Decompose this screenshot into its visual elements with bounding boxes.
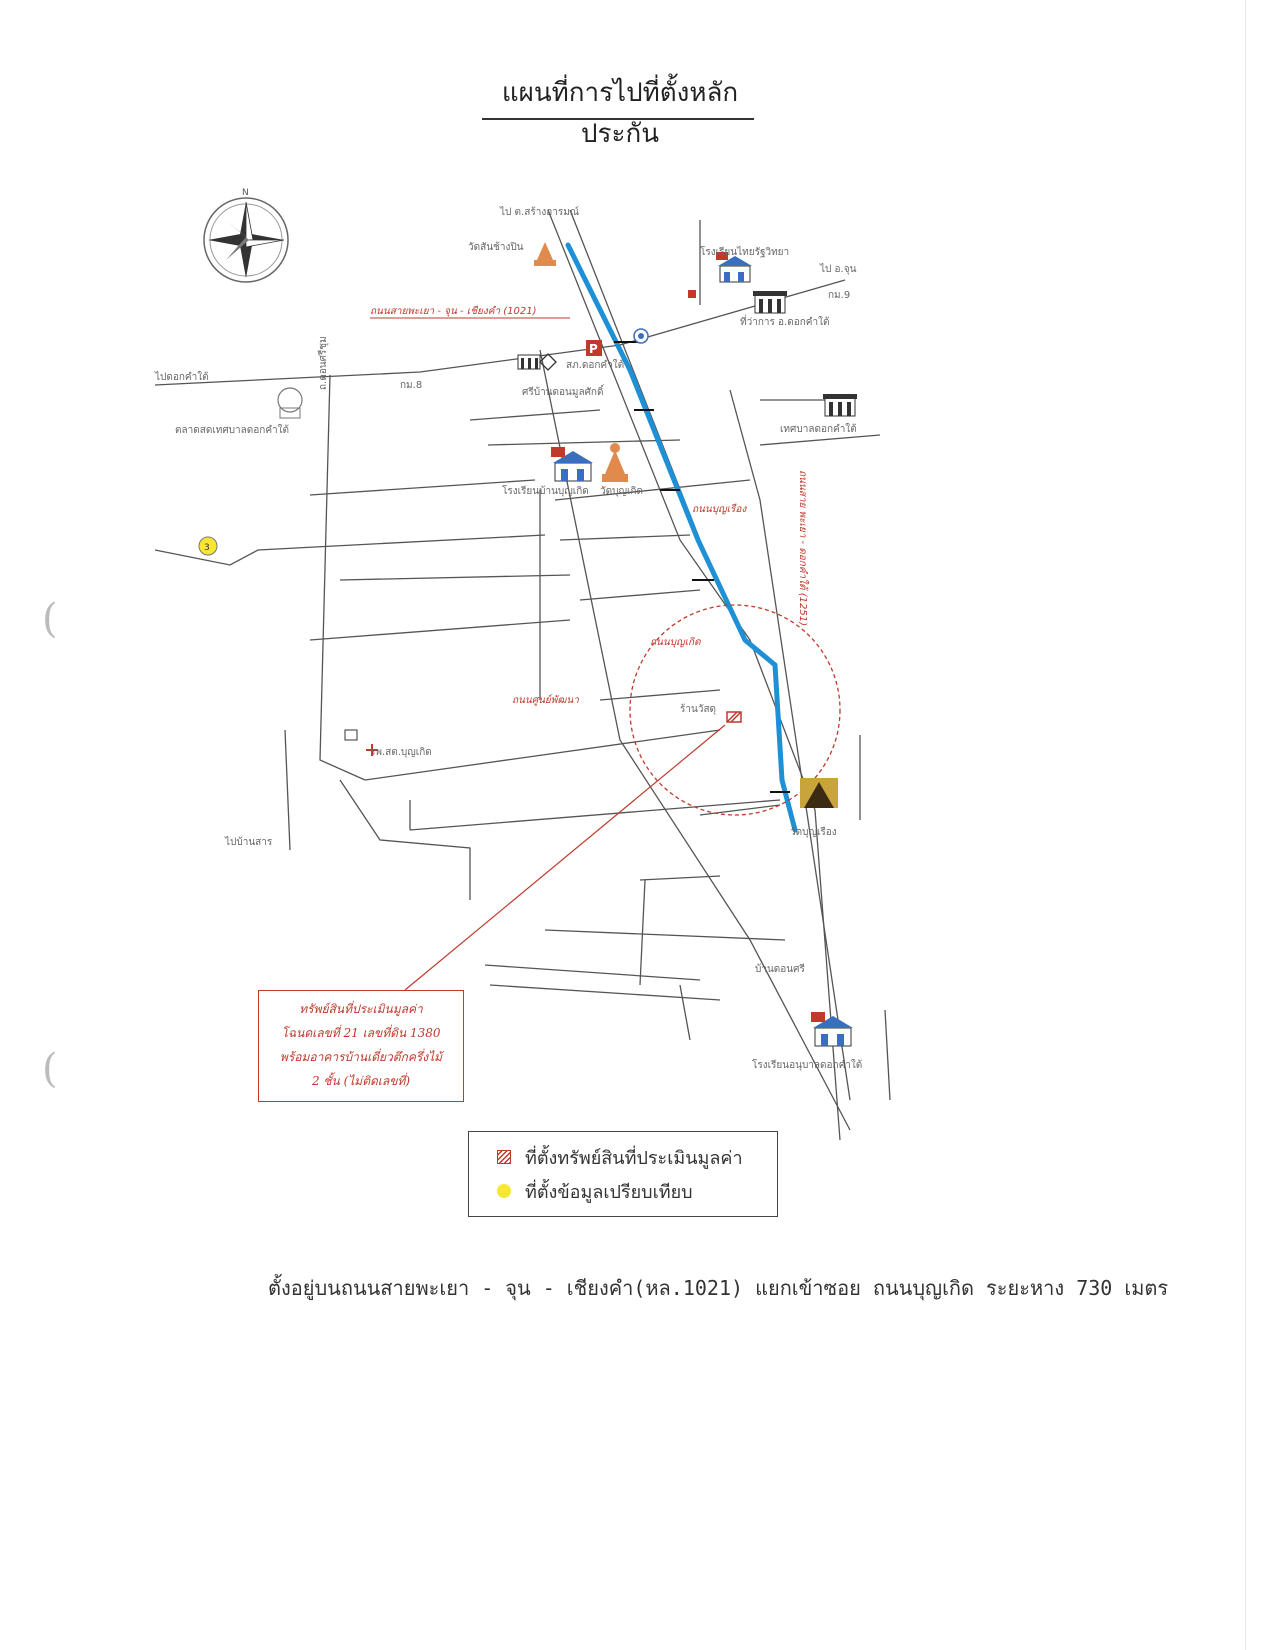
callout-line-3: พร้อมอาคารบ้านเดี่ยวตึกครึ่งไม้	[279, 1050, 443, 1064]
label-road-boonruang: ถนนบุญเรือง	[692, 503, 747, 515]
legend-comparable-label: ที่ตั้งข้อมูลเปรียบเทียบ	[525, 1181, 693, 1203]
small-shop-icon	[688, 290, 696, 298]
government-building-icon	[823, 394, 857, 417]
gas-station-icon	[633, 328, 649, 344]
subject-property-marker	[726, 711, 742, 723]
label-village-south: บ้านดอนศรี	[755, 963, 805, 975]
hospital-icon	[344, 729, 378, 756]
school-icon	[551, 447, 593, 482]
scan-mark: (	[42, 596, 58, 642]
legend-row-comparable: ที่ตั้งข้อมูลเปรียบเทียบ	[497, 1178, 693, 1204]
callout-line-2: โฉนดเลขที่ 21 เลขที่ดิน 1380	[281, 1026, 441, 1040]
radius-circle	[629, 604, 841, 816]
label-municipal-office: เทศบาลดอกคำใต้	[780, 423, 857, 435]
label-market: ตลาดสดเทศบาลดอกคำใต้	[175, 424, 289, 436]
compass-north-label: N	[242, 188, 249, 198]
temple-photo-icon	[800, 778, 838, 808]
label-school-bottom: โรงเรียนอนุบาลดอกคำใต้	[752, 1058, 862, 1071]
legend-subject-label: ที่ตั้งทรัพย์สินที่ประเมินมูลค่า	[525, 1147, 743, 1169]
label-main-road: ถนนสายพะเยา - จุน - เชียงคำ (1021)	[370, 305, 536, 317]
hatched-square-icon	[497, 1150, 511, 1164]
yellow-dot-icon	[497, 1184, 511, 1198]
label-wat-north: วัดสันช้างปิน	[468, 241, 524, 253]
road-network	[154, 209, 891, 1141]
comparable-dot-icon	[198, 536, 218, 556]
highway-bridges	[614, 341, 790, 793]
highway-1021	[565, 242, 798, 833]
label-road-sunpattana: ถนนศูนย์พัฒนา	[512, 694, 579, 706]
label-wat-boonkerd: วัดบุญเกิด	[600, 486, 643, 497]
label-police: สภ.ดอกคำใต้	[566, 359, 624, 371]
map-legend: ที่ตั้งทรัพย์สินที่ประเมินมูลค่า ที่ตั้ง…	[468, 1131, 778, 1217]
label-health-center: รพ.สต.บุญเกิด	[370, 747, 432, 758]
label-bank: ศรีบ้านดอนมูลศักดิ์	[522, 384, 605, 398]
label-clinic: ร้านวัสดุ	[680, 703, 716, 715]
svg-text:P: P	[589, 342, 598, 356]
compass-rose-icon: N	[203, 188, 289, 283]
government-building-icon	[753, 291, 787, 314]
callout-line-1: ทรัพย์สินที่ประเมินมูลค่า	[299, 1002, 423, 1016]
label-to-north: ไป ต.สร้างอารมณ์	[499, 206, 579, 218]
callout-leader-line	[404, 724, 726, 991]
label-road-boonkerd: ถนนบุญเกิด	[650, 636, 701, 648]
temple-icon	[602, 443, 628, 482]
label-wat-boonruang: วัดบุญเรือง	[790, 826, 837, 838]
scan-edge	[1245, 0, 1246, 1650]
callout-line-4: 2 ชั้น (ไม่ติดเลขที่)	[311, 1074, 411, 1088]
label-district-office: ที่ว่าการ อ.ดอกคำใต้	[740, 314, 829, 328]
label-road-west: ไปดอกคำใต้	[154, 371, 209, 383]
legend-row-subject: ที่ตั้งทรัพย์สินที่ประเมินมูลค่า	[497, 1144, 743, 1170]
bank-icon	[539, 353, 557, 371]
school-icon	[811, 1012, 853, 1047]
label-road-vertical-east: ถนนสาย พะเยา - ดอกคำใต้ (1251)	[797, 470, 809, 626]
page-title: แผนที่การไปที่ตั้งหลักประกัน	[501, 78, 739, 149]
label-road-vertical-west: ถ.ดอนศรีชุม	[317, 336, 329, 390]
location-note: ตั้งอยู่บนถนนสายพะเยา - จุน - เชียงคำ(หล…	[268, 1276, 1169, 1300]
police-station-icon	[517, 354, 541, 370]
label-km8: กม.8	[400, 380, 422, 391]
scan-mark: (	[42, 1046, 58, 1092]
label-school-top-right: โรงเรียนไทยรัฐวิทยา	[700, 245, 789, 258]
temple-icon	[534, 242, 556, 266]
label-to-san: ไปบ้านสาร	[224, 836, 273, 848]
school-icon	[716, 252, 752, 283]
label-to-chun: ไป อ.จุน	[819, 263, 857, 275]
label-km9: กม.9	[828, 290, 850, 301]
market-icon	[277, 387, 303, 419]
title-underline	[482, 118, 754, 120]
parking-icon: P	[586, 340, 602, 356]
route-3-label: 3	[204, 543, 210, 553]
label-school-boonkerd: โรงเรียนบ้านบุญเกิด	[502, 484, 589, 497]
subject-property-callout: ทรัพย์สินที่ประเมินมูลค่า โฉนดเลขที่ 21 …	[258, 990, 464, 1102]
